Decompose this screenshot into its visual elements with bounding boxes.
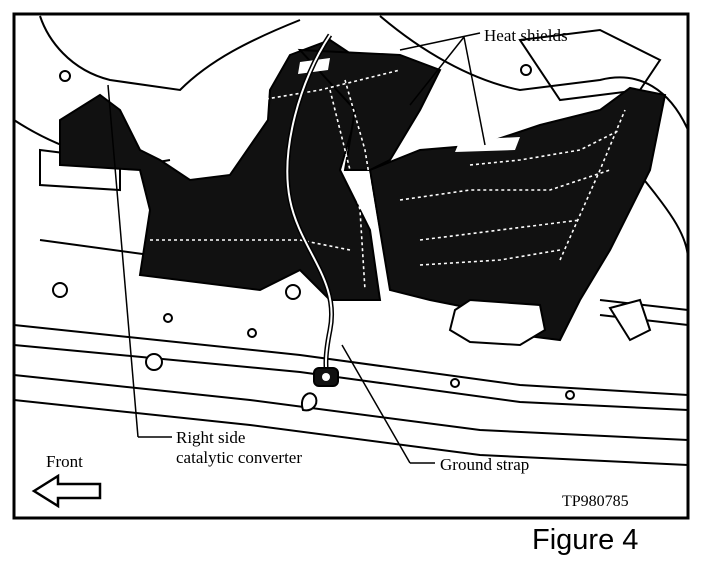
strap-connector bbox=[313, 367, 339, 387]
label-ground-strap: Ground strap bbox=[440, 455, 530, 474]
label-converter-line2: catalytic converter bbox=[176, 448, 303, 467]
label-front: Front bbox=[46, 452, 83, 471]
heat-shield-upper bbox=[297, 48, 442, 171]
figure-caption: Figure 4 bbox=[532, 524, 639, 556]
label-heat-shields: Heat shields bbox=[484, 26, 568, 45]
bracket-clip bbox=[608, 298, 652, 342]
shield-contours bbox=[150, 69, 626, 291]
reference-code: TP980785 bbox=[562, 493, 629, 510]
mounting-bracket bbox=[448, 298, 547, 347]
front-arrow-icon bbox=[31, 473, 102, 509]
strap-bolt bbox=[285, 284, 301, 300]
label-converter-line1: Right side bbox=[176, 428, 246, 447]
heat-shield-right bbox=[368, 86, 667, 342]
leader-lines bbox=[107, 32, 486, 464]
hook bbox=[300, 392, 318, 412]
rivets bbox=[52, 64, 575, 400]
